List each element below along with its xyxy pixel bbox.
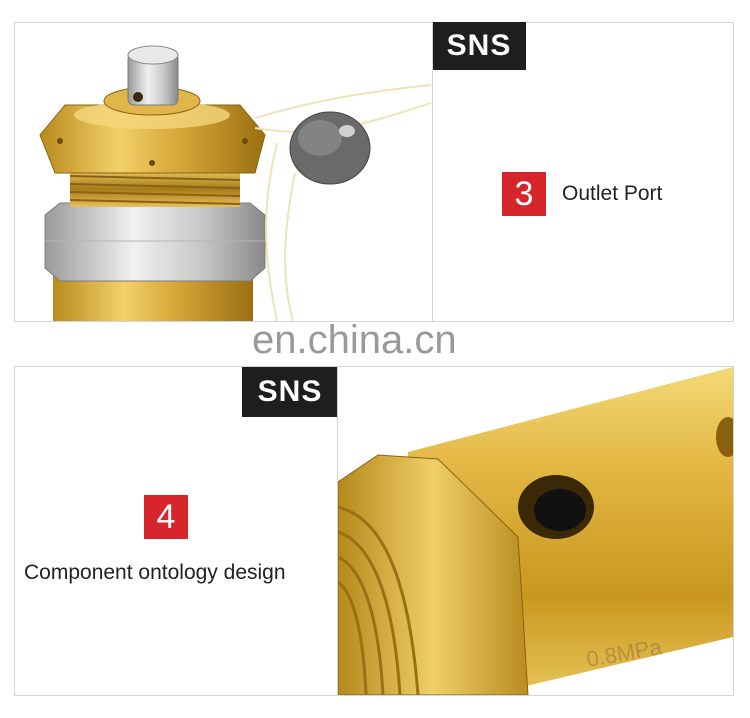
feature-label-outlet-port: Outlet Port bbox=[562, 182, 663, 205]
thread-lines bbox=[69, 171, 241, 207]
thread-rings bbox=[338, 505, 420, 695]
valve-closeup-illustration: 0.8MPa bbox=[338, 367, 733, 695]
feature-label-component-design: Component ontology design bbox=[24, 561, 286, 584]
bottom-product-photo: 0.8MPa bbox=[338, 367, 733, 695]
brand-logo-bottom: SNS bbox=[242, 367, 338, 417]
watermark-band bbox=[0, 322, 750, 366]
panel-divider-top bbox=[432, 22, 433, 322]
brand-logo-top: SNS bbox=[432, 22, 526, 70]
top-product-photo bbox=[15, 23, 431, 321]
site-watermark: en.china.cn bbox=[252, 318, 457, 362]
feature-number-badge-4: 4 bbox=[144, 495, 188, 539]
valve-top-illustration bbox=[15, 23, 431, 321]
feature-number-badge-3: 3 bbox=[502, 172, 546, 216]
